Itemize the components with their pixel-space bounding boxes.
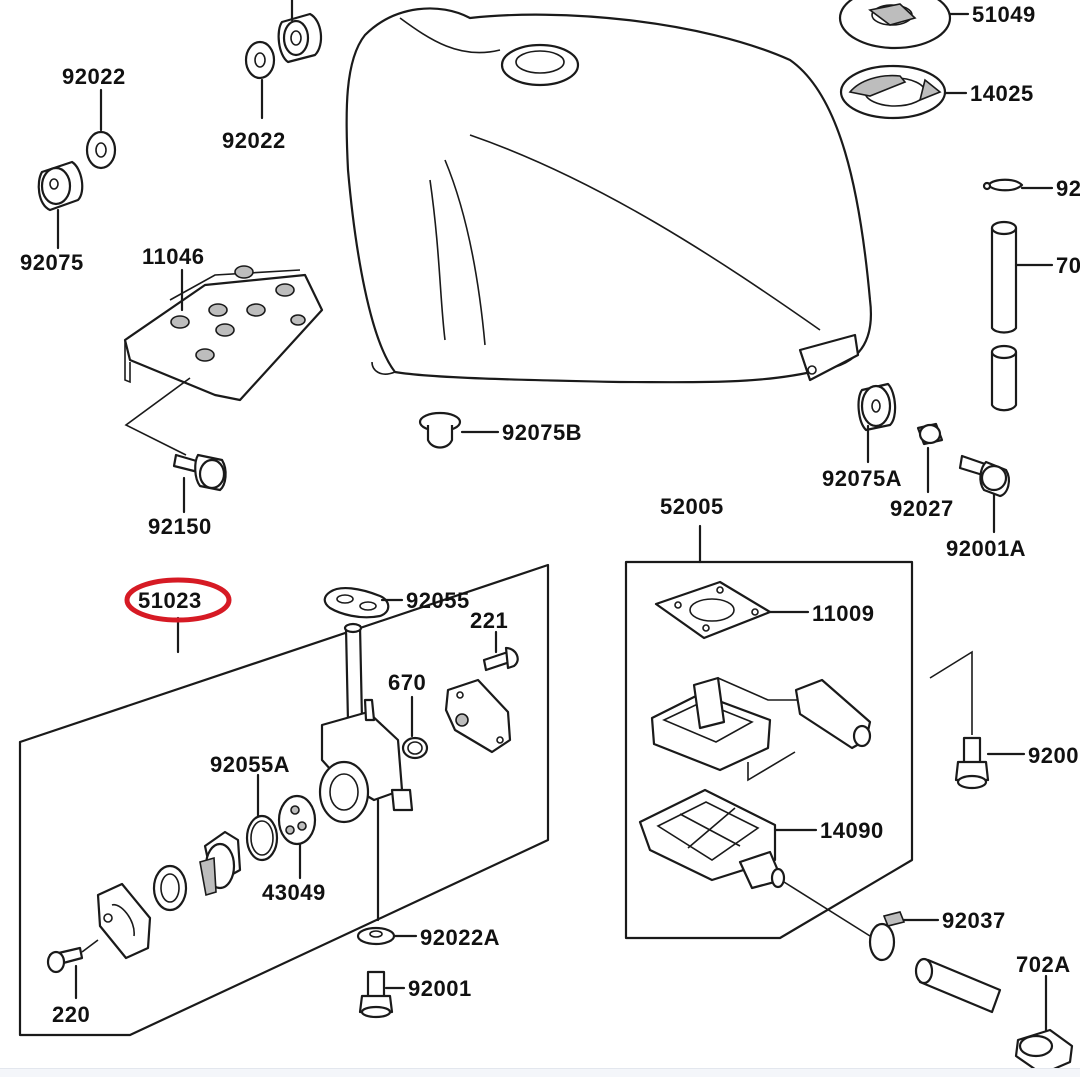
label-9200-right: 9200	[1028, 743, 1079, 768]
label-14025: 14025	[970, 81, 1034, 106]
label-92055A: 92055A	[210, 752, 290, 777]
label-51023: 51023	[138, 588, 202, 613]
part-220-screw	[46, 939, 99, 1000]
label-92075: 92075	[20, 250, 84, 275]
box-51023-assembly	[18, 563, 550, 1037]
part-92150-bolt	[172, 453, 227, 514]
part-92-clip	[982, 178, 1054, 192]
part-cock-lever	[199, 830, 242, 897]
label-43049: 43049	[262, 880, 326, 905]
part-cock-plate	[96, 882, 152, 960]
part-92075A	[857, 382, 897, 464]
leader-11046	[124, 377, 191, 456]
label-670: 670	[388, 670, 426, 695]
part-70-hose	[990, 220, 1054, 412]
part-702A-hose	[1014, 974, 1074, 1076]
part-92001-bolt	[358, 970, 406, 1019]
part-11009-gasket	[654, 580, 810, 640]
label-52005: 52005	[660, 494, 724, 519]
highlight-51023	[124, 577, 232, 623]
label-92022-left: 92022	[62, 64, 126, 89]
label-92027: 92027	[890, 496, 954, 521]
label-702A: 702A	[1016, 952, 1071, 977]
label-92001: 92001	[408, 976, 472, 1001]
label-11009: 11009	[812, 601, 874, 626]
part-92055-gasket	[323, 586, 404, 619]
part-92027	[916, 422, 944, 494]
label-220: 220	[52, 1002, 90, 1027]
part-level-sensor	[650, 676, 872, 782]
fuel-tank	[345, 7, 872, 384]
label-221: 221	[470, 608, 508, 633]
part-92075	[37, 160, 84, 250]
part-43049-valve	[277, 794, 317, 880]
part-92022-top	[277, 0, 323, 64]
label-92075B: 92075B	[502, 420, 582, 445]
label-92001A: 92001A	[946, 536, 1026, 561]
label-92037: 92037	[942, 908, 1006, 933]
part-92022A-washer	[356, 926, 418, 946]
label-14090: 14090	[820, 818, 884, 843]
part-92037-clamp	[783, 881, 940, 962]
bottom-edge-bar	[0, 1068, 1080, 1077]
box-52005-assembly	[624, 524, 914, 940]
part-fuel-hose	[914, 957, 1002, 1014]
part-92022-washer	[244, 40, 276, 120]
part-92001A-bolt	[958, 454, 1010, 534]
part-9200-bolt	[929, 650, 1026, 790]
label-11046: 11046	[142, 244, 204, 269]
part-51049-cap	[838, 0, 970, 50]
part-221-screw	[482, 630, 519, 672]
part-92022-left	[85, 88, 117, 170]
part-cock-cover	[444, 678, 512, 754]
part-14025-gasket	[839, 64, 968, 120]
part-670-oring	[401, 695, 429, 760]
part-92075B	[418, 411, 500, 449]
label-51049: 51049	[972, 2, 1036, 27]
part-cock-seal	[152, 864, 188, 912]
label-92150: 92150	[148, 514, 212, 539]
label-92055: 92055	[406, 588, 470, 613]
part-14090-gasket	[638, 788, 818, 890]
part-11046-bracket	[123, 265, 324, 402]
label-70-right: 70	[1056, 253, 1080, 278]
label-92075A: 92075A	[822, 466, 902, 491]
label-92022: 92022	[222, 128, 286, 153]
part-fuel-cock-body	[318, 622, 414, 922]
part-92055A-oring	[245, 773, 279, 862]
label-92022A: 92022A	[420, 925, 500, 950]
label-92-right: 92	[1056, 176, 1080, 201]
